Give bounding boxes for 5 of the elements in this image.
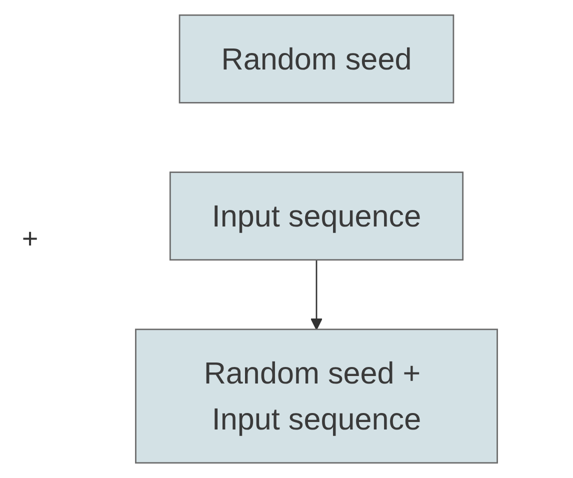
plus-sign-label: + bbox=[22, 223, 38, 255]
process-box: Random seed bbox=[178, 14, 454, 104]
process-box: Random seed + Input sequence bbox=[135, 328, 498, 464]
arrow bbox=[310, 260, 323, 330]
process-box: Input sequence bbox=[169, 172, 464, 261]
